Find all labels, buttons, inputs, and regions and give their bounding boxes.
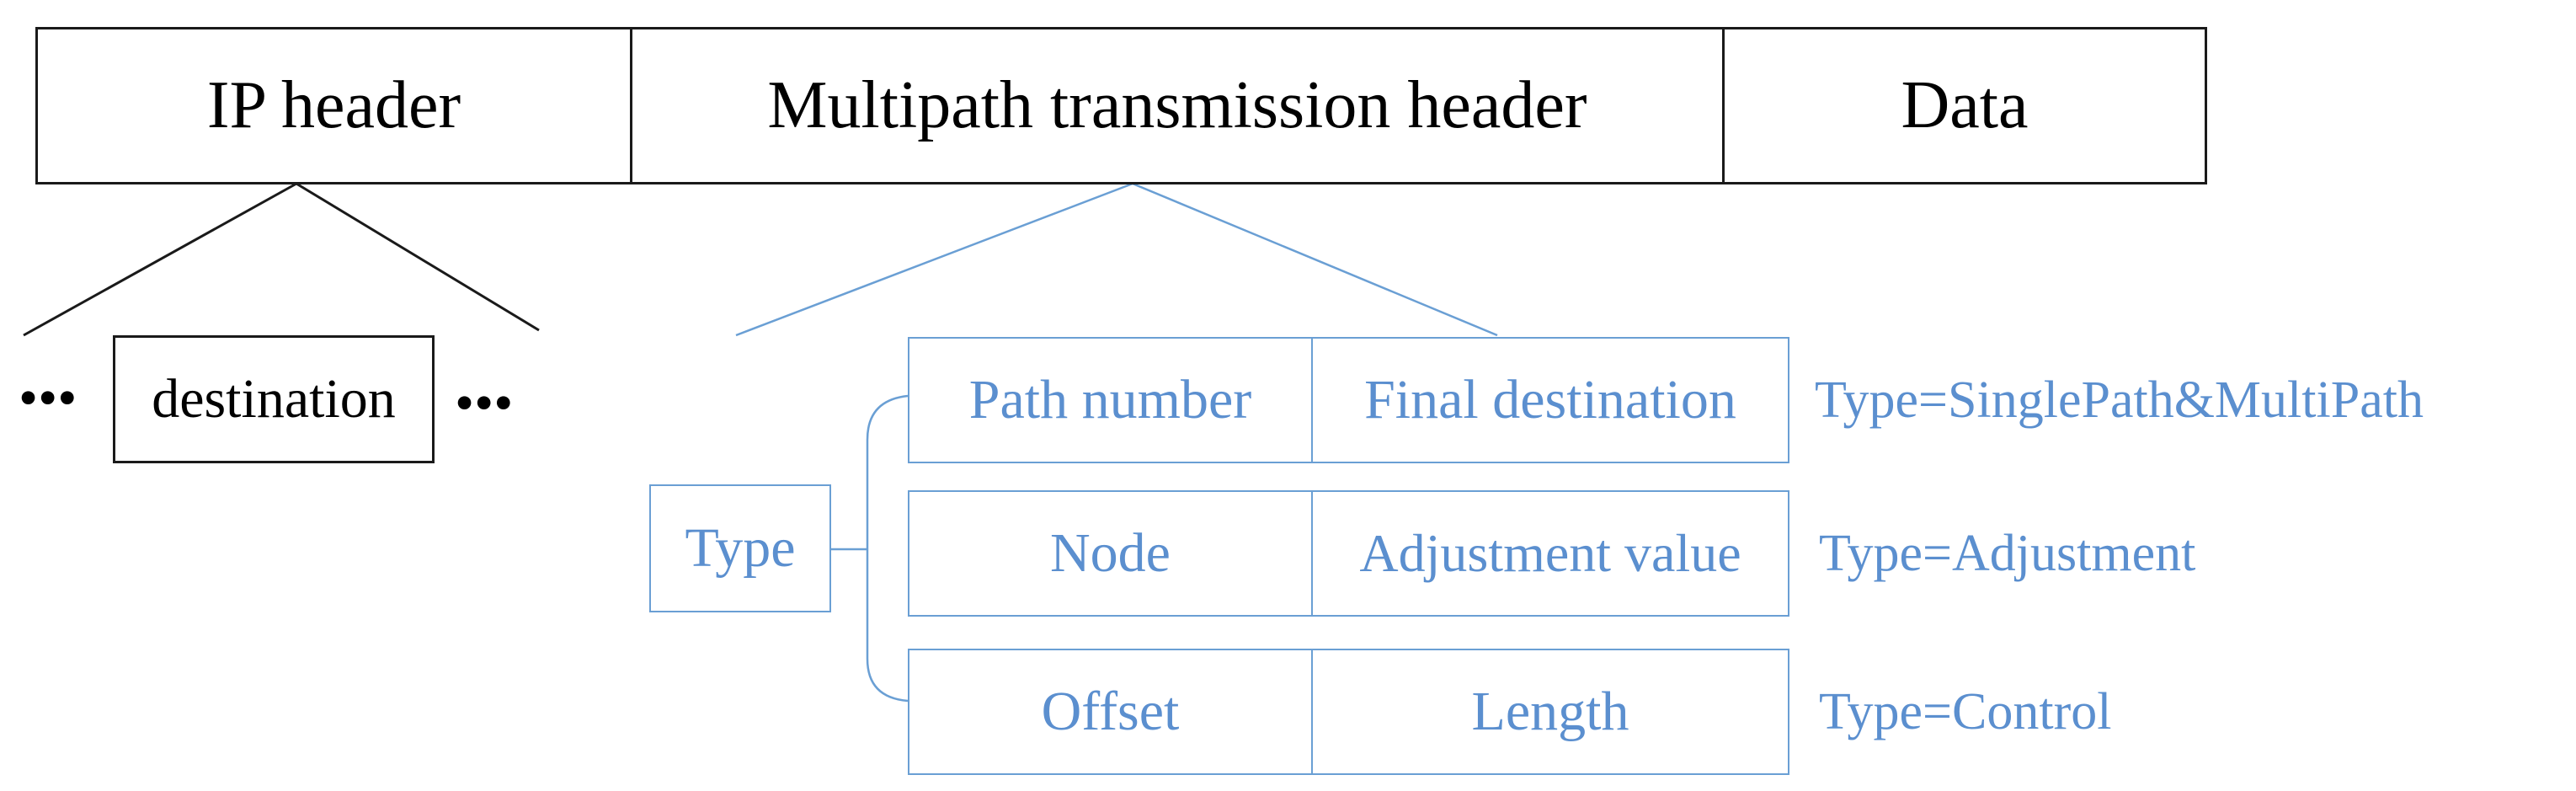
adjustment-value-label: Adjustment value: [1359, 523, 1741, 583]
path-number-label: Path number: [968, 369, 1252, 430]
multipath-header-expand-left-line: [735, 182, 1133, 337]
path-number-field: Path number: [908, 337, 1313, 463]
type-label: Type: [685, 517, 796, 579]
multipath-header-field: Multipath transmission header: [630, 27, 1725, 184]
right-ellipsis: •••: [455, 372, 514, 434]
type-field: Type: [649, 484, 831, 612]
node-field: Node: [908, 490, 1313, 617]
ip-header-expand-right-line: [296, 182, 540, 332]
data-label: Data: [1901, 68, 2029, 142]
length-field: Length: [1311, 649, 1789, 775]
ip-header-expand-left-line: [23, 182, 297, 337]
ip-header-label: IP header: [206, 68, 461, 142]
length-label: Length: [1471, 681, 1629, 742]
ip-header-field: IP header: [35, 27, 632, 184]
node-label: Node: [1050, 522, 1171, 584]
multipath-header-label: Multipath transmission header: [767, 68, 1587, 142]
destination-field: destination: [113, 335, 435, 463]
adjustment-value-field: Adjustment value: [1311, 490, 1789, 617]
offset-field: Offset: [908, 649, 1313, 775]
type-brace: [866, 394, 909, 703]
final-destination-field: Final destination: [1311, 337, 1789, 463]
singlepath-multipath-type-condition: Type=SinglePath&MultiPath: [1815, 371, 2424, 429]
destination-label: destination: [152, 368, 396, 430]
offset-label: Offset: [1041, 681, 1180, 742]
data-field: Data: [1722, 27, 2207, 184]
multipath-header-expand-right-line: [1132, 182, 1498, 337]
adjustment-type-condition: Type=Adjustment: [1819, 524, 2196, 582]
control-type-condition: Type=Control: [1819, 682, 2112, 740]
final-destination-label: Final destination: [1364, 369, 1736, 430]
left-ellipsis: •••: [19, 367, 77, 429]
